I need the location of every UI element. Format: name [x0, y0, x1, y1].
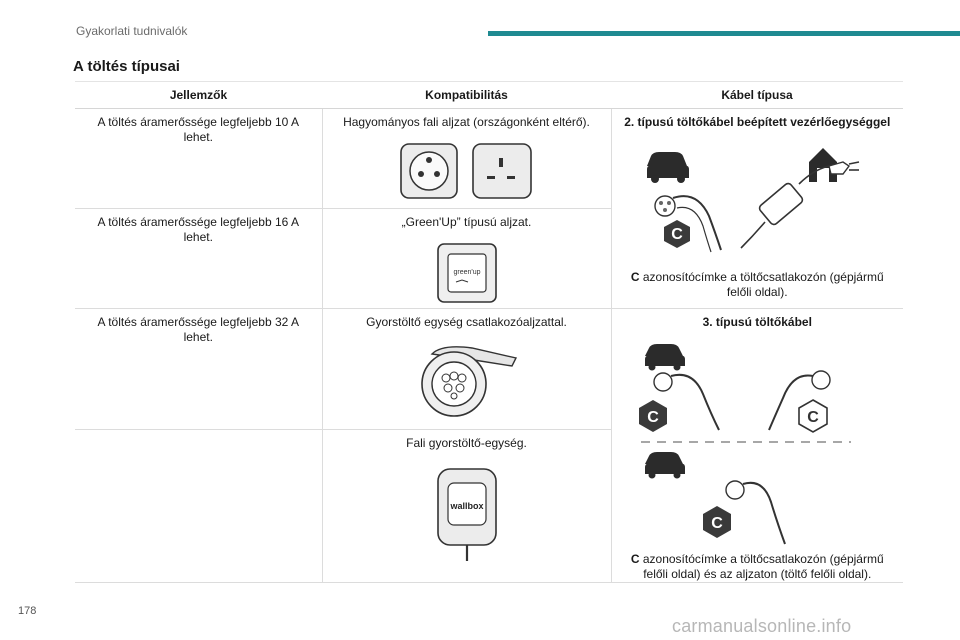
column-header-features: Jellemzők: [75, 81, 322, 109]
page-number: 178: [18, 605, 37, 617]
feature-text: A töltés áramerőssége legfeljebb 10 A le…: [97, 115, 299, 144]
column-header-cable-type: Kábel típusa: [611, 81, 903, 109]
cable-mode2-caption: C azonosítócímke a töltőcsatlakozón (gép…: [630, 270, 884, 299]
greenup-socket-icon: green'up: [436, 243, 497, 303]
c-badge-icon: C: [664, 220, 691, 248]
column-header-compatibility: Kompatibilitás: [322, 81, 611, 109]
compat-text: „Green'Up” típusú aljzat.: [401, 215, 532, 229]
table-row: Fali gyorstöltő-egység. wallbox: [75, 429, 903, 584]
control-box-icon: [740, 161, 860, 249]
feature-cell: A töltés áramerőssége legfeljebb 10 A le…: [75, 108, 322, 209]
header-accent-bar: [488, 31, 960, 36]
cable-mode2-cell: 2. típusú töltőkábel beépített vezérlőeg…: [610, 108, 903, 309]
compat-cell: Gyorstöltő egység csatlakozóaljzattal.: [321, 308, 611, 430]
wall-socket-icons: [399, 143, 532, 199]
vehicle-connector-icon: [653, 372, 721, 431]
uk-socket-icon: [471, 143, 532, 199]
feature-text: A töltés áramerőssége legfeljebb 16 A le…: [97, 215, 299, 244]
car-icon: [645, 452, 686, 479]
mode3-cable-illustration: C C: [639, 344, 852, 545]
mode2-cable-illustration: C: [647, 148, 860, 253]
french-socket-icon: [399, 143, 458, 199]
feature-cell-empty: [75, 429, 322, 584]
table-row: A töltés áramerőssége legfeljebb 10 A le…: [75, 108, 903, 309]
svg-text:C: C: [671, 226, 683, 243]
car-icon: [647, 152, 690, 183]
svg-text:C: C: [807, 409, 819, 426]
table-row: A töltés áramerőssége legfeljebb 16 A le…: [75, 208, 903, 309]
svg-text:C: C: [711, 515, 723, 532]
vehicle-connector-icon: [654, 195, 723, 253]
cable-mode3-cell: 3. típusú töltőkábel: [610, 308, 903, 583]
running-header: Gyakorlati tudnivalók: [76, 24, 188, 38]
c-badge-icon: C: [639, 400, 668, 432]
charging-station-socket-icon: [420, 346, 517, 417]
charging-types-table: Jellemzők Kompatibilitás Kábel típusa A …: [75, 81, 903, 584]
watermark: carmanualsonline.info: [672, 616, 852, 636]
compat-cell: „Green'Up” típusú aljzat. green'up: [321, 208, 611, 309]
cable-mode3-caption: C azonosítócímke a töltőcsatlakozón (gép…: [630, 552, 884, 581]
car-icon: [645, 344, 686, 371]
feature-cell: A töltés áramerőssége legfeljebb 16 A le…: [75, 208, 322, 309]
section-title: A töltés típusai: [73, 58, 180, 75]
cable-mode3-title: 3. típusú töltőkábel: [702, 315, 812, 329]
compat-cell: Hagyományos fali aljzat (országonként el…: [321, 108, 611, 209]
c-badge-outline-icon: C: [798, 399, 829, 433]
house-icon: [809, 148, 838, 182]
feature-cell: A töltés áramerőssége legfeljebb 32 A le…: [75, 308, 322, 430]
compat-cell: Fali gyorstöltő-egység. wallbox: [321, 429, 611, 584]
svg-text:C: C: [647, 409, 659, 426]
table-header-row: Jellemzők Kompatibilitás Kábel típusa: [75, 81, 903, 109]
svg-text:wallbox: wallbox: [449, 501, 483, 511]
compat-text: Gyorstöltő egység csatlakozóaljzattal.: [366, 315, 567, 329]
station-connector-icon: [768, 370, 831, 431]
wallbox-icon: wallbox: [436, 467, 497, 561]
cable-mode2-title: 2. típusú töltőkábel beépített vezérlőeg…: [624, 115, 891, 129]
svg-text:green'up: green'up: [453, 269, 480, 276]
compat-text: Hagyományos fali aljzat (országonként el…: [343, 115, 590, 129]
vehicle-connector-icon: [725, 480, 787, 545]
c-badge-icon: C: [703, 506, 732, 538]
table-row: A töltés áramerőssége legfeljebb 32 A le…: [75, 308, 903, 583]
feature-text: A töltés áramerőssége legfeljebb 32 A le…: [97, 315, 299, 344]
compat-text: Fali gyorstöltő-egység.: [406, 435, 527, 450]
